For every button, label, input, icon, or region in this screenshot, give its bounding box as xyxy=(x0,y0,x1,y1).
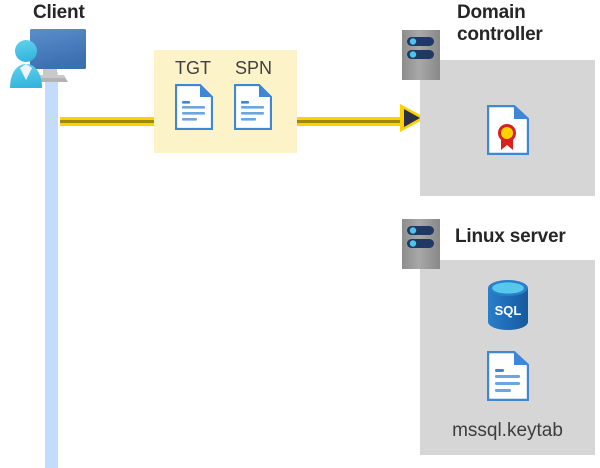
spn-label: SPN xyxy=(235,58,273,78)
domain-controller-title: Domain controller xyxy=(457,2,543,45)
tgt-document-icon xyxy=(174,83,214,131)
client-lifeline xyxy=(45,72,58,468)
domain-controller-server-rack-icon xyxy=(402,30,440,80)
token-highlight-box: TGT SPN xyxy=(154,50,297,153)
spn-document-icon xyxy=(233,83,273,131)
sql-icon-label: SQL xyxy=(495,303,522,318)
keytab-file-label: mssql.keytab xyxy=(452,420,563,441)
sql-database-icon: SQL xyxy=(486,279,530,331)
certificate-document-icon xyxy=(486,104,530,156)
client-title: Client xyxy=(33,2,85,23)
keytab-document-icon xyxy=(486,350,530,402)
user-monitor-icon xyxy=(8,26,92,88)
linux-server-rack-icon xyxy=(402,219,440,269)
auth-request-arrow-head xyxy=(400,104,426,132)
tgt-label: TGT xyxy=(175,58,211,78)
linux-server-title: Linux server xyxy=(455,226,566,247)
